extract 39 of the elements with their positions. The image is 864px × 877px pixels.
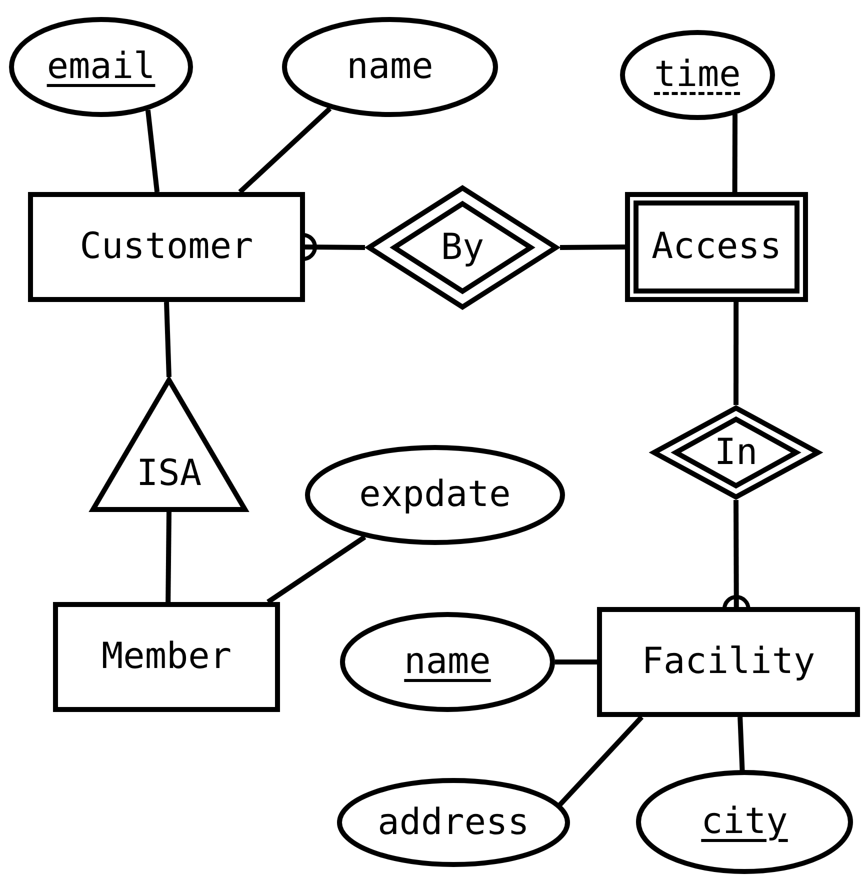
attribute-ellipse: [340, 612, 555, 712]
attribute-name: email: [46, 49, 156, 85]
entity-box: [53, 602, 280, 712]
attribute-ellipse: [337, 778, 570, 867]
connector-line: [164, 302, 172, 378]
connector-line: [732, 114, 738, 192]
connector-line: [166, 512, 172, 602]
attribute-ellipse: [636, 770, 853, 874]
attribute-name: expdate: [359, 477, 511, 513]
attribute-ellipse: [305, 445, 565, 545]
connector-line: [266, 534, 366, 604]
connector-line: [734, 302, 739, 405]
relationship-diamond: [365, 185, 560, 310]
connector-line: [738, 716, 745, 772]
attribute-name: address: [378, 804, 530, 840]
attribute-name: time: [654, 57, 741, 93]
isa-triangle: [90, 377, 248, 512]
entity-name: Facility: [642, 644, 816, 680]
connector-line: [238, 106, 332, 194]
attribute-ellipse: [282, 17, 498, 117]
attribute-ellipse: [620, 30, 775, 120]
attribute-name: city: [701, 804, 788, 840]
relationship-name: In: [714, 434, 758, 470]
connector-line: [558, 715, 644, 806]
isa-label: ISA: [136, 456, 202, 492]
weak-entity-box: [625, 192, 808, 302]
connector-line: [145, 110, 160, 192]
entity-box: [28, 192, 305, 302]
entity-name: Member: [101, 639, 232, 675]
entity-name: Customer: [80, 229, 254, 265]
entity-box: [597, 607, 860, 717]
relationship-name: By: [440, 230, 484, 266]
entity-name: Access: [651, 229, 782, 265]
relationship-diamond: [650, 405, 822, 500]
connector-line: [560, 244, 626, 250]
attribute-name: name: [346, 49, 434, 85]
attribute-name: name: [404, 644, 491, 680]
attribute-ellipse: [9, 17, 193, 117]
connector-line: [555, 660, 597, 664]
